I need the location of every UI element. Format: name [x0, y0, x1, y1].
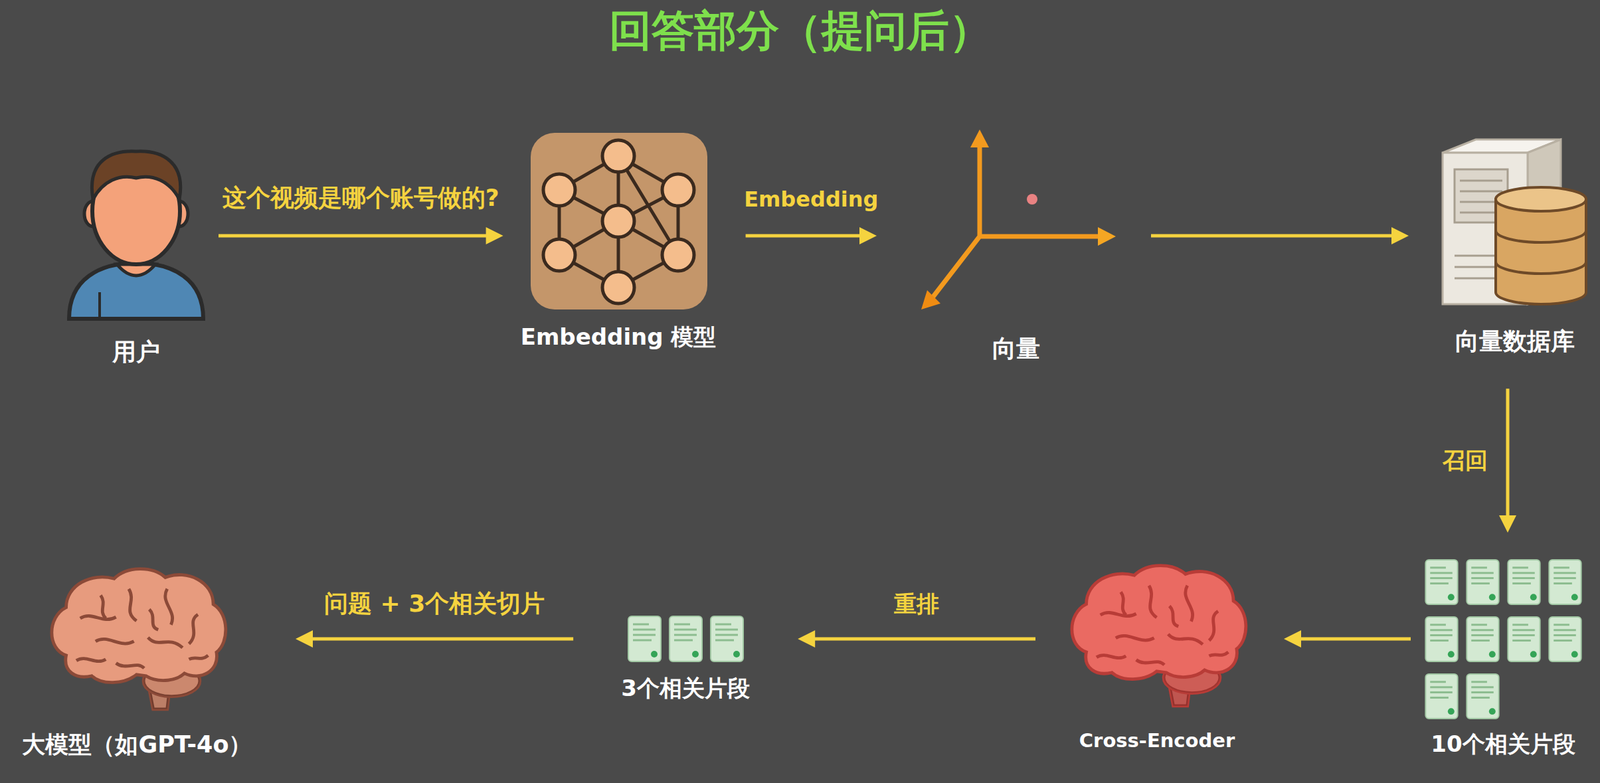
node-label: 用户 [112, 337, 161, 366]
edge-label: 召回 [1442, 446, 1488, 475]
llm-brain [51, 569, 226, 710]
embedding-model: Embedding 模型 [520, 132, 717, 351]
document-cards-ten [1466, 674, 1499, 719]
server-database [1495, 199, 1587, 305]
flow-arrow [745, 227, 877, 245]
node-label: 10个相关片段 [1430, 730, 1575, 758]
neural-network-icon [543, 174, 576, 206]
document-cards-ten [1507, 617, 1540, 662]
flow-arrow [1283, 630, 1411, 648]
flow-arrow [218, 227, 504, 245]
document-cards-ten [1466, 559, 1499, 605]
document-cards-three [628, 616, 661, 662]
edge-label: 这个视频是哪个账号做的? [222, 183, 500, 212]
llm-brain [51, 569, 226, 710]
neural-network-icon [602, 205, 635, 238]
arrow-line [1506, 388, 1510, 519]
arrow-head [1499, 515, 1517, 533]
edge-label: 重排 [893, 590, 940, 618]
flow-arrow [295, 630, 574, 648]
node-label: 向量数据库 [1455, 326, 1575, 356]
top-chunks: 3个相关片段 [621, 614, 750, 703]
cross-encoder: Cross-Encoder [1060, 554, 1254, 753]
flow-arrow [1151, 227, 1409, 245]
neural-network-icon [602, 140, 635, 173]
arrow-head [1391, 227, 1409, 245]
document-cards-three [669, 616, 703, 662]
node-label: 大模型（如GPT-4o） [21, 730, 252, 759]
document-cards-ten [1425, 559, 1581, 719]
neural-network-icon [530, 132, 708, 310]
arrow-line [1298, 637, 1411, 641]
arrow-line [218, 234, 489, 238]
vector-axes [921, 290, 941, 310]
neural-network-icon [662, 239, 695, 271]
vector-database: 向量数据库 [1441, 132, 1589, 356]
neural-network-icon [559, 156, 679, 288]
neural-network-icon [543, 239, 576, 271]
document-cards-ten [1425, 674, 1458, 719]
user-illustration [69, 151, 204, 319]
flow-arrow [797, 630, 1036, 648]
document-cards-ten [1507, 559, 1540, 605]
document-cards-ten [1425, 559, 1458, 605]
flow-arrow [1499, 388, 1517, 533]
node-label: 向量 [992, 334, 1041, 363]
neural-network-icon [662, 174, 695, 206]
node-label: Cross-Encoder [1079, 729, 1235, 753]
server-database [1442, 139, 1587, 305]
vector-axes [1097, 227, 1116, 246]
server-database [1495, 187, 1587, 212]
vector-axes [932, 146, 1100, 298]
user-icon: 用户 [63, 148, 210, 366]
vector-axes [921, 129, 1116, 310]
document-cards-ten [1548, 617, 1581, 662]
user-illustration [91, 151, 180, 200]
user-illustration [69, 263, 204, 319]
cross-encoder-brain [1071, 565, 1246, 707]
diagram-title: 回答部分（提问后） [0, 5, 1600, 57]
retrieved-chunks: 10个相关片段 [1423, 559, 1583, 758]
document-cards-ten [1548, 559, 1581, 605]
llm-brain: 大模型（如GPT-4o） [21, 557, 253, 759]
arrow-head [295, 630, 313, 648]
arrow-head [486, 227, 504, 245]
neural-network-icon [543, 140, 695, 304]
arrow-line [1151, 234, 1395, 238]
document-cards-three [628, 616, 744, 662]
user-illustration [98, 292, 101, 318]
document-cards-three [710, 616, 744, 662]
arrow-line [812, 637, 1036, 641]
vector-axes [1026, 193, 1038, 205]
arrow-head [1283, 630, 1302, 648]
arrow-line [310, 637, 574, 641]
cross-encoder-brain [1071, 565, 1246, 707]
arrow-head [859, 227, 877, 245]
neural-network-icon [530, 132, 708, 310]
server-database [1495, 230, 1587, 274]
edge-label: 问题 + 3个相关切片 [324, 589, 545, 618]
vector-axes [970, 129, 989, 148]
document-cards-ten [1466, 617, 1499, 662]
neural-network-icon [602, 271, 635, 304]
node-label: Embedding 模型 [520, 323, 717, 351]
edge-label: Embedding [743, 186, 879, 212]
arrow-head [797, 630, 815, 648]
node-label: 3个相关片段 [621, 674, 750, 703]
vector-axes: 向量 [917, 130, 1115, 363]
document-cards-ten [1425, 617, 1458, 662]
arrow-line [745, 234, 863, 238]
